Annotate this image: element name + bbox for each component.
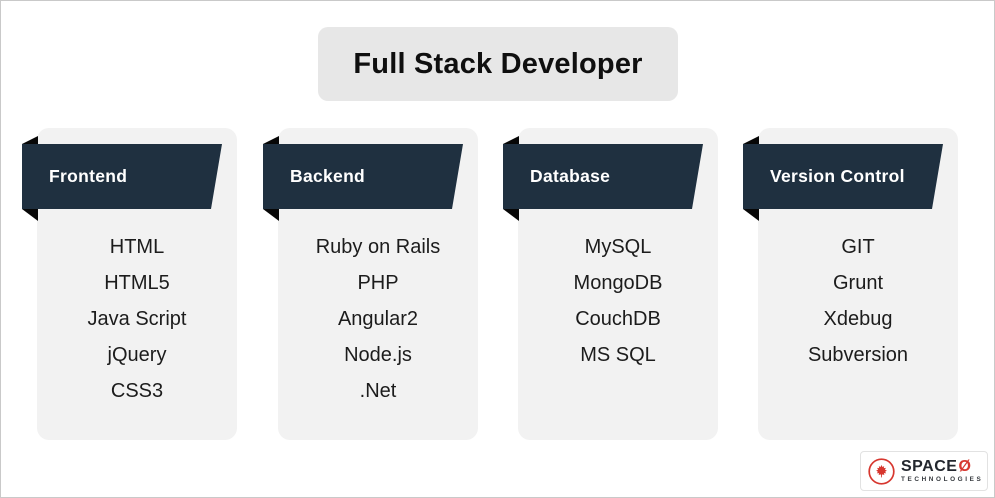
list-item: Grunt bbox=[832, 272, 884, 294]
ribbon-label: Backend bbox=[290, 166, 366, 186]
maple-leaf-icon bbox=[868, 457, 895, 485]
list-item: Node.js bbox=[344, 344, 412, 366]
ribbon-fold-bottom bbox=[743, 209, 759, 221]
list-item: CouchDB bbox=[575, 308, 661, 330]
ribbon-fold-top bbox=[503, 136, 519, 144]
list-item: MongoDB bbox=[573, 272, 663, 294]
card-backend: Backend Ruby on Rails PHP Angular2 Node.… bbox=[263, 128, 478, 440]
title-box: Full Stack Developer bbox=[318, 27, 678, 101]
list-item: Angular2 bbox=[337, 308, 419, 330]
list-item: .Net bbox=[359, 380, 397, 402]
page-title: Full Stack Developer bbox=[353, 47, 643, 80]
card-version-control: Version Control GIT Grunt Xdebug Subvers… bbox=[743, 128, 958, 440]
logo-brand: SPACE Ø bbox=[901, 457, 983, 475]
ribbon-database: Database bbox=[503, 144, 703, 209]
list-item: PHP bbox=[357, 272, 399, 294]
ribbon-fold-top bbox=[743, 136, 759, 144]
ribbon-backend: Backend bbox=[263, 144, 463, 209]
database-item-list: MySQL MongoDB CouchDB MS SQL bbox=[518, 229, 718, 373]
backend-item-list: Ruby on Rails PHP Angular2 Node.js .Net bbox=[278, 229, 478, 409]
list-item: Xdebug bbox=[823, 308, 893, 330]
list-item: Java Script bbox=[87, 308, 187, 330]
list-item: jQuery bbox=[107, 344, 167, 366]
ribbon-fold-top bbox=[22, 136, 38, 144]
logo-brand-o: Ø bbox=[958, 457, 972, 475]
ribbon-label: Version Control bbox=[770, 166, 905, 186]
logo-brand-name: SPACE bbox=[901, 457, 958, 475]
list-item: HTML5 bbox=[104, 272, 170, 294]
logo-text: SPACE Ø TECHNOLOGIES bbox=[901, 457, 984, 484]
spaceo-logo: SPACE Ø TECHNOLOGIES bbox=[860, 451, 988, 491]
ribbon-label: Frontend bbox=[49, 166, 128, 186]
ribbon-fold-bottom bbox=[22, 209, 38, 221]
card-frontend: Frontend HTML HTML5 Java Script jQuery C… bbox=[22, 128, 237, 440]
list-item: MySQL bbox=[584, 236, 652, 258]
ribbon-label: Database bbox=[530, 166, 611, 186]
ribbon-fold-bottom bbox=[263, 209, 279, 221]
card-database: Database MySQL MongoDB CouchDB MS SQL bbox=[503, 128, 718, 440]
list-item: MS SQL bbox=[580, 344, 656, 366]
list-item: GIT bbox=[841, 236, 875, 258]
version-control-item-list: GIT Grunt Xdebug Subversion bbox=[758, 229, 958, 373]
list-item: HTML bbox=[109, 236, 165, 258]
list-item: Subversion bbox=[807, 344, 909, 366]
logo-subtitle: TECHNOLOGIES bbox=[901, 476, 984, 484]
ribbon-version-control: Version Control bbox=[743, 144, 943, 209]
frontend-item-list: HTML HTML5 Java Script jQuery CSS3 bbox=[37, 229, 237, 409]
ribbon-frontend: Frontend bbox=[22, 144, 222, 209]
list-item: CSS3 bbox=[110, 380, 164, 402]
list-item: Ruby on Rails bbox=[315, 236, 441, 258]
ribbon-fold-top bbox=[263, 136, 279, 144]
ribbon-fold-bottom bbox=[503, 209, 519, 221]
